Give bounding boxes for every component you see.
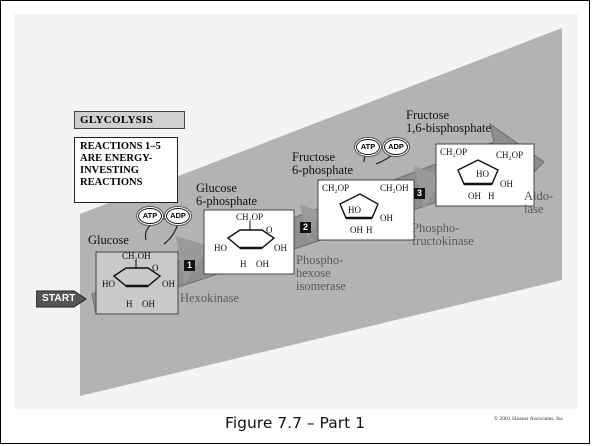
- start-arrow-icon: [36, 290, 87, 308]
- g6p-ho: HO: [214, 243, 227, 253]
- glucose-ch2oh: CH₂OH: [122, 251, 151, 261]
- glucose-oh-bottom: OH: [142, 299, 155, 309]
- aldolase-line1: Aldo-: [524, 189, 554, 203]
- step3-atp: ATP: [356, 139, 380, 155]
- f16bp-label: Fructose 1,6-bisphosphate: [406, 109, 491, 135]
- pfk-line1: Phospho-: [412, 221, 460, 235]
- f16bp-label-line1: Fructose: [406, 108, 450, 122]
- g6p-oh-bottom: OH: [256, 259, 269, 269]
- f6p-ch2o-text: CH₂O: [322, 183, 345, 193]
- g6p-panel: [203, 209, 295, 275]
- glucose-ho: HO: [102, 279, 115, 289]
- f16bp-ch2op-right: CH₂OP: [496, 151, 523, 160]
- glycolysis-figure: GLYCOLYSIS REACTIONS 1–5 ARE ENERGY- INV…: [14, 14, 578, 422]
- f6p-h: H: [366, 225, 373, 235]
- f6p-ch2op: CH₂OP: [322, 184, 349, 193]
- g6p-o: O: [266, 225, 273, 235]
- isomerase-label: Phospho- hexose isomerase: [296, 254, 346, 293]
- start-label: START: [42, 293, 76, 304]
- step-1-badge: 1: [184, 260, 195, 271]
- glucose-o: O: [152, 263, 159, 273]
- step1-adp: ADP: [166, 208, 190, 224]
- f16bp-phosphate-left: P: [462, 147, 468, 157]
- f16bp-ho: HO: [476, 169, 489, 179]
- f16bp-label-line2: 1,6-bisphosphate: [406, 121, 492, 135]
- f6p-label-line1: Fructose: [292, 150, 336, 164]
- isomerase-line3: isomerase: [296, 279, 346, 293]
- step1-atp: ATP: [138, 208, 162, 224]
- note-line-4: REACTIONS: [80, 177, 143, 188]
- g6p-phosphate: P: [258, 212, 264, 222]
- pathway-graphic: [80, 28, 562, 396]
- note-line-1: REACTIONS 1–5: [80, 141, 161, 152]
- pfk-line2: fructokinase: [412, 234, 474, 248]
- f16bp-phosphate-right: P: [518, 150, 524, 160]
- glucose-oh-right: OH: [162, 279, 175, 289]
- f6p-label-line2: 6-phosphate: [292, 163, 354, 177]
- step3-adp: ADP: [384, 139, 408, 155]
- f16bp-oh-bottom: OH: [468, 191, 481, 201]
- glucose-label: Glucose: [88, 233, 129, 247]
- g6p-ch2o-text: CH₂O: [236, 212, 259, 222]
- hexokinase-label: Hexokinase: [180, 291, 240, 305]
- f6p-label: Fructose 6-phosphate: [292, 151, 353, 177]
- f6p-ho: HO: [348, 205, 361, 215]
- start-marker: START: [36, 290, 88, 308]
- copyright-notice: © 2001 Sinauer Associates, Inc.: [494, 416, 565, 422]
- f16bp-ch2o-left-text: CH₂O: [440, 147, 463, 157]
- g6p-oh-right: OH: [274, 243, 287, 253]
- f16bp-h: H: [488, 191, 495, 201]
- f16bp-ch2op-left: CH₂OP: [440, 148, 467, 157]
- step-2-badge: 2: [300, 222, 311, 233]
- isomerase-line1: Phospho-: [296, 253, 344, 267]
- step3-chevron: [414, 166, 442, 210]
- g6p-label: Glucose 6-phosphate: [196, 182, 257, 208]
- g6p-ch2op: CH₂OP: [236, 213, 263, 222]
- f16bp-oh-right: OH: [500, 179, 513, 189]
- pfk-label: Phospho- fructokinase: [412, 222, 474, 248]
- step-3-badge: 3: [414, 188, 425, 199]
- f16bp-panel: [435, 143, 535, 207]
- g6p-label-line1: Glucose: [196, 181, 237, 195]
- f6p-oh-bottom: OH: [350, 225, 363, 235]
- glucose-h: H: [126, 299, 133, 309]
- aldolase-line2: lase: [524, 202, 544, 216]
- f6p-phosphate: P: [344, 183, 350, 193]
- figure-caption: Figure 7.7 – Part 1: [225, 414, 365, 432]
- isomerase-line2: hexose: [296, 266, 331, 280]
- f16bp-ring: [457, 159, 499, 185]
- g6p-label-line2: 6-phosphate: [196, 194, 258, 208]
- f6p-oh-right: OH: [380, 213, 393, 223]
- glycolysis-title: GLYCOLYSIS: [74, 111, 185, 129]
- glucose-panel: [95, 251, 179, 315]
- note-line-3: INVESTING: [80, 165, 139, 176]
- energy-investing-note: REACTIONS 1–5 ARE ENERGY- INVESTING REAC…: [74, 137, 178, 203]
- f16bp-ch2o-right-text: CH₂O: [496, 150, 519, 160]
- f6p-ch2oh: CH₂OH: [380, 183, 409, 193]
- aldolase-label: Aldo- lase: [524, 190, 553, 216]
- f6p-panel: [317, 179, 415, 241]
- note-line-2: ARE ENERGY-: [80, 153, 153, 164]
- f6p-ring: [339, 193, 379, 219]
- g6p-h: H: [240, 259, 247, 269]
